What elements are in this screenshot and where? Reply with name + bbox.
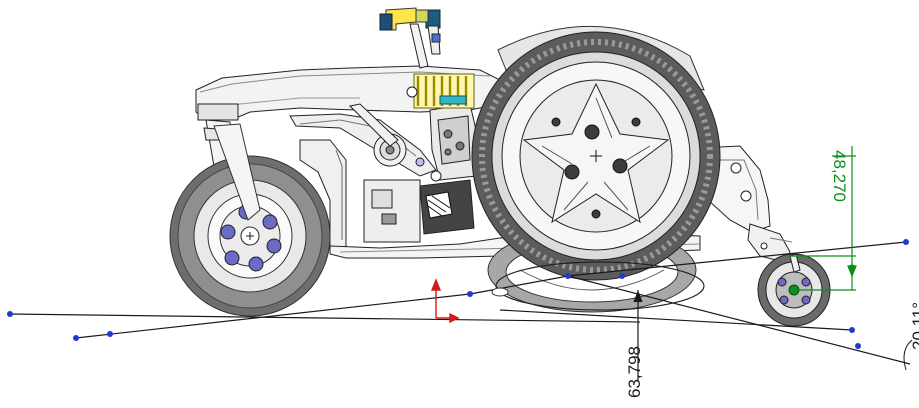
rear-ground-line[interactable] [499, 309, 853, 331]
origin-triad-icon [430, 278, 460, 324]
ground-line[interactable] [9, 313, 641, 323]
angle-dimension-text[interactable]: 20,11° [909, 302, 919, 350]
lower-slope-line[interactable] [567, 275, 911, 365]
sketch-point[interactable] [107, 331, 113, 337]
height-dimension[interactable]: 48,270 [830, 150, 849, 202]
selected-geometry[interactable] [790, 146, 857, 291]
sketch-point[interactable] [855, 343, 861, 349]
drive-wheel[interactable] [471, 25, 721, 313]
sketch-point[interactable] [73, 335, 79, 341]
sketch-lines[interactable] [9, 241, 911, 380]
grip-handle-icon[interactable] [491, 287, 509, 297]
suspension-spring[interactable] [406, 73, 475, 109]
armrest-handle[interactable] [379, 7, 441, 69]
sketch-point[interactable] [467, 291, 473, 297]
sketch-points[interactable] [7, 239, 909, 349]
slope-line-left[interactable] [75, 293, 471, 339]
sketch-point[interactable] [619, 273, 625, 279]
slope-line-mid[interactable] [469, 275, 569, 295]
sketch-point[interactable] [565, 273, 571, 279]
upper-slope-line[interactable] [567, 241, 907, 277]
sketch-point[interactable] [849, 327, 855, 333]
front-wheel[interactable] [169, 119, 331, 317]
sketch-ellipse[interactable] [495, 261, 705, 311]
wheelchair-model[interactable] [169, 7, 831, 327]
sketch-point[interactable] [903, 239, 909, 245]
offset-dimension[interactable]: 63,798 [625, 346, 644, 398]
angle-dimension[interactable]: 20,11° [903, 302, 919, 371]
sketch-point[interactable] [7, 311, 13, 317]
